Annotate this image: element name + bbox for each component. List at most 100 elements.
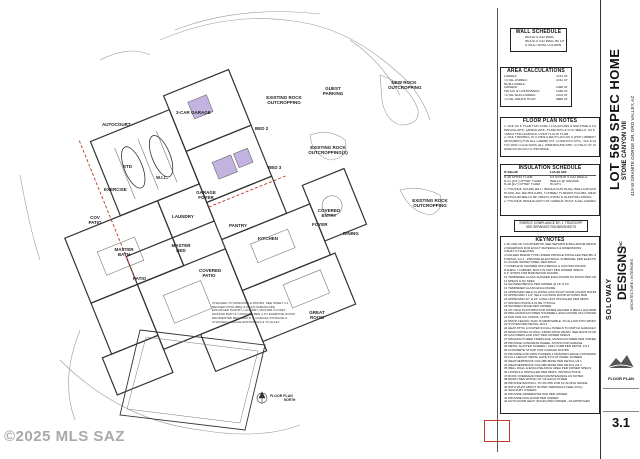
room-great-room: GREAT ROOM (309, 310, 325, 320)
room-autocourt: AUTOCOURT (102, 122, 131, 127)
keynote-item: 41 SAUNA BY OTHERS (504, 389, 537, 393)
keynote-item: 10 TEMPERED GLASS SHOWER ENCLOSURE W/ DO… (504, 275, 596, 279)
room-kitchen: KITCHEN (258, 236, 278, 241)
keynote-item: 28 PROVIDE CONCRETE WHEEL STOPS FOR GARA… (504, 341, 583, 345)
insulation-cell: ROOFS (550, 183, 562, 187)
keynotes-title: KEYNOTES (535, 237, 565, 243)
room-foyer: FOYER (312, 222, 328, 227)
label-existing-rock-1: EXISTING ROCK OUTCROPPING (266, 95, 302, 105)
floor-plan-note-line: 2. SEE FINISHES, KITCHEN & BATH LAYOUTS … (504, 136, 596, 140)
stamp-box (484, 420, 510, 442)
keynote-item: 2 DRAWINGS FOR EXACT MATERIALS & DIMENSI… (504, 246, 582, 250)
area-row-value: 5885 SF (555, 97, 568, 101)
area-row-label: TOTAL UNDER ROOF (504, 97, 537, 101)
sheet-info-lines (603, 388, 639, 412)
revision-note: ENLARGED PANTRY, LAUNDRY, MASTER CLOSET (212, 308, 286, 313)
insulation-header-cell: LOCATION (550, 171, 567, 174)
subdivision: STONE CANYON VIII (622, 121, 628, 180)
house-plan (64, 68, 368, 396)
area-row-value: 3781 SF (555, 78, 568, 82)
room-master-bath: MASTER BATH (114, 247, 134, 257)
keynote-item: 43 PROVIDE DOG DOOR PER OWNER (504, 396, 559, 400)
keynote-item: 31 PROVIDE FOR OWN TOWERS 4 MASONRY EDGE… (504, 352, 596, 356)
room-three-car-garage: 3-CAR GARAGE (176, 110, 211, 115)
firm-logo-icon (607, 355, 635, 369)
room-wic: W.I.C. (156, 175, 169, 180)
keynote-item: 40 WITH WHAT ABOUT NOTED TERMINALS (SEE … (504, 385, 583, 389)
insulation-notes: 1. PROVIDE SOUND BATT INSULATION IN ALL … (501, 187, 599, 204)
keynote-item: 4 GOLDEN BLEND TYPE UNDER PROFILE INSTAL… (504, 253, 596, 257)
room-bed3: BED 3 (268, 165, 282, 170)
watermark: ©2025 MLS SAZ (4, 428, 125, 445)
insulation-header-cell: R-VALUE (504, 171, 518, 174)
keynote-item: 1 36 LINE OF COUNTERTOP, SEE SEPARATE BA… (504, 243, 596, 246)
label-existing-rock-2: EXISTING ROCK OUTCROPPING(S) (308, 145, 348, 155)
revision-note: CHANGED GARAGE ENTRANCES & TO ALLEY (212, 319, 280, 324)
energy-compliance-note: ENERGY COMPLIANCE BY: J. TRUEGOFF SEE SE… (514, 220, 588, 232)
label-new-rock: NEW ROCK OUTCROPPING (388, 80, 422, 90)
keynote-item: 13 TEMPERED GLASS ENCLOSURE (504, 286, 556, 290)
floor-plan-note-line: UNLESS NOTED OTHERWISE. (504, 147, 550, 151)
room-patio: PATIO (133, 276, 147, 281)
pool (119, 329, 266, 431)
wall-schedule: WALL SCHEDULE WOOD STUD WALL WOOD STUD W… (510, 28, 567, 52)
insulation-note-line: ROOM, ALL BATHROOMS, FORMAL/ POWDER ROOM… (504, 191, 596, 195)
keynote-item: 9 4" STOPS FOR BARNWOOD DOORS (504, 272, 559, 276)
keynotes: KEYNOTES 1 36 LINE OF COUNTERTOP, SEE SE… (500, 236, 600, 414)
room-std: STD (123, 164, 132, 169)
firm-name-top: SOLOWAY (606, 277, 613, 320)
label-existing-rock-3: EXISTING ROCK OUTCROPPING (412, 198, 448, 208)
site-contours (19, 11, 442, 435)
keynote-item: 17 INSTRUCTIONS & IN RE TYPICAL (504, 301, 556, 305)
keynote-item: 23 SYSTEM PER DETAIL 11/4.1 (504, 323, 548, 327)
floor-plan-note-line: TAKES PRECEDENCE OVER FLOOR PLAN. (504, 132, 570, 136)
room-pantry: PANTRY (229, 223, 247, 228)
area-row: TOTAL UNDER ROOF 5885 SF (504, 98, 568, 102)
floor-plan-notes-lines: 1. SEE SITE PLAN FOR EXACT LOCATIONS & M… (501, 124, 599, 153)
area-row: NON-LIVABLE (504, 83, 568, 87)
keynote-item: 24 HEAT ATTIC LOCATED IN FALL PANELS TO … (504, 327, 596, 331)
wall-schedule-item: WOOD STUD WALL W/ 1HR RATED (525, 39, 564, 43)
room-master-bed: MASTER BED (171, 243, 191, 253)
room-covered-entry: COVERED ENTRY (317, 208, 341, 218)
floor-plan-note-line: DESIGNER) FOR ALL CABINETRY, COUNTERTOPS… (504, 140, 596, 144)
area-row-value: 2104 SF (555, 93, 568, 97)
wall-schedule-item: STRUCTURAL COLUMN (525, 43, 562, 47)
keynote-item: 34 WEATHERPROOF COLUMN BASE PER DETAIL 2… (504, 363, 582, 367)
label-guest-parking: GUEST PARKING (322, 86, 344, 96)
area-row-label: LIVABLE (504, 75, 517, 78)
insulation-cell: R-21 (5.5") SPRAY FOAM (504, 179, 541, 183)
sheet-number: 3.1 (611, 415, 631, 430)
insulation-cell: WALLS @ GARAGE (550, 179, 580, 183)
insulation-row: R-21 (5.5") SPRAY FOAM WALLS @ GARAGE (504, 180, 596, 184)
insulation-note-line: 1. PROVIDE SOUND BATT INSULATION IN ALL … (504, 188, 596, 192)
revision-note: MASTER BATH & CHANGED BED 4 TO EXERCISE … (212, 312, 295, 317)
keynote-item: 33 WEATHERPROOF COLUMN BASE PER DETAIL 1… (504, 360, 582, 363)
keynote-item: 32 FULL HEIGHT METAL GATE IN FLAT PANEL … (504, 356, 583, 360)
keynote-item: 27 MANUFACTURED FIREPLACE, MANUFACTURER … (504, 338, 596, 342)
revision-note: REORIENTED BED 3/BATH 3, GARAGE STORAGE … (212, 315, 288, 320)
keynote-item: 5 DETAIL 1/4.1 - PROVIDE ELECTRICAL SUBP… (504, 257, 596, 261)
keynote-item: 14 APPROVED SELF-CLOSING GAS-TIGHT DOOR … (504, 290, 596, 294)
keynote-item: 20 PRE-MANUFACTURED STAIRWELL ENCLOSURE … (504, 312, 596, 316)
keynote-item: 37 ROOF OVERHEAD DRAIN MAINTENANCE AS NO… (504, 374, 584, 378)
firm-suffix: INC (618, 241, 623, 248)
keynote-item: 18 SHOWER NICHE PER OWNER (504, 305, 552, 309)
keynote-item: 6 LOCATE WATER STEEL PER ARCH (504, 261, 557, 265)
keynote-item: 12 SHOWER BENCH PER OWNER @ 16" A.F.F. (504, 283, 570, 287)
room-covered-patio: COVERED PATIO (199, 268, 222, 278)
label-north: NORTH (284, 398, 296, 402)
keynote-item: 30 CONCRETE STOOP FOR GARAGE DOORS (504, 349, 569, 353)
keynote-item: 7 COMPLETE SHOWER WITH BENCH & CUSTOM DO… (504, 264, 586, 268)
insulation-cell: R-38 (10") SPRAY FOAM (504, 183, 541, 187)
room-exercise: EXERCISE (104, 187, 127, 192)
